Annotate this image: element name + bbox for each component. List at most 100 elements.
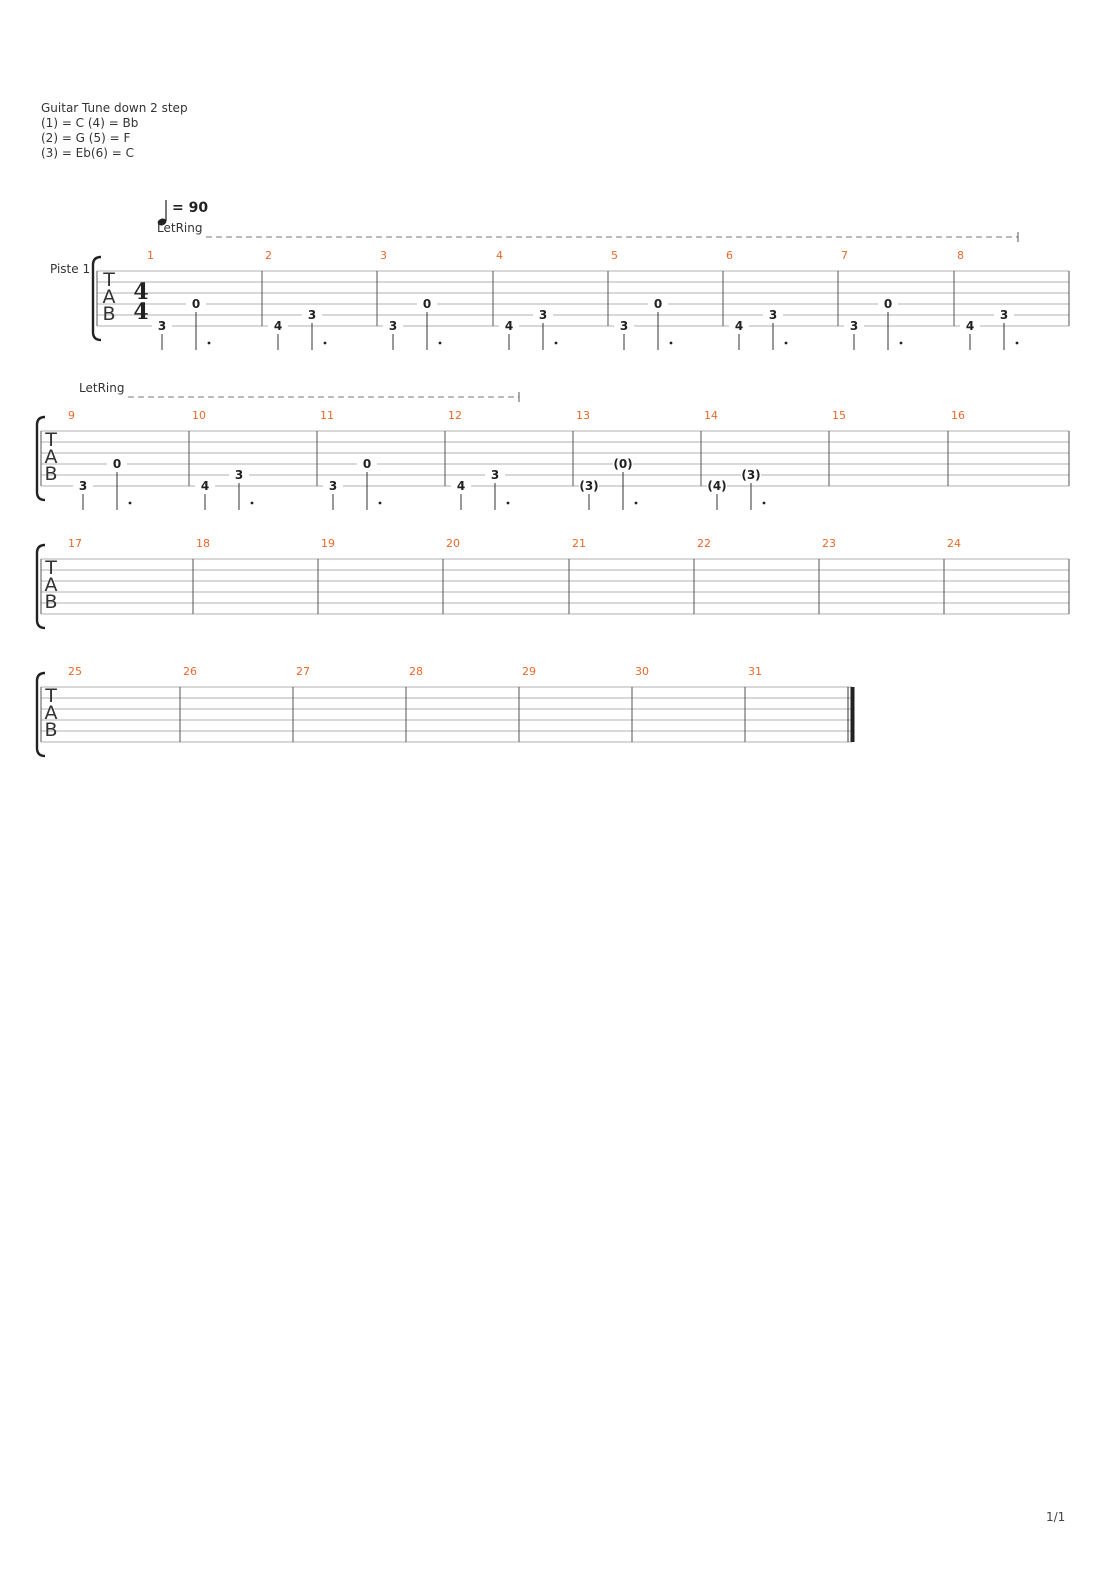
quarter-note-icon [157,200,167,226]
fret-background [741,469,761,481]
tab-clef-letter: A [45,446,58,468]
tab-clef-letter: T [44,685,57,707]
measure-number: 20 [446,537,460,550]
fret-number: (3) [741,468,760,482]
fret-background [614,320,634,332]
fret-background [302,309,322,321]
measure-number: 16 [951,409,965,422]
measure-number: 6 [726,249,733,262]
fret-number: 0 [654,297,662,311]
fret-number: 3 [158,319,166,333]
fret-background [383,320,403,332]
tuning-line: Guitar Tune down 2 step [41,101,188,115]
fret-background [268,320,288,332]
dot-rhythm [784,341,788,345]
fret-number: (4) [707,479,726,493]
fret-number: 3 [235,468,243,482]
fret-background [229,469,249,481]
fret-background [323,480,343,492]
measure-number: 22 [697,537,711,550]
measure-number: 12 [448,409,462,422]
measure-number: 14 [704,409,718,422]
dot-rhythm [554,341,558,345]
fret-background [533,309,553,321]
measure-number: 13 [576,409,590,422]
fret-background [499,320,519,332]
tempo-value: = 90 [172,200,209,216]
fret-number: 3 [389,319,397,333]
tuning-line: (3) = Eb(6) = C [41,146,134,160]
measure-number: 21 [572,537,586,550]
fret-background [73,480,93,492]
fret-number: 4 [457,479,465,493]
fret-number: 3 [329,479,337,493]
measure-number: 29 [522,665,536,678]
system-bracket [35,671,46,758]
dot-rhythm [899,341,903,345]
measure-number: 19 [321,537,335,550]
measure-number: 23 [822,537,836,550]
fret-number: 0 [113,457,121,471]
fret-number: 0 [192,297,200,311]
tab-clef-letter: B [44,463,57,485]
fret-background [485,469,505,481]
measure-number: 4 [496,249,503,262]
fret-number: 4 [966,319,974,333]
fret-number: 4 [274,319,282,333]
final-barline [850,687,855,742]
fret-number: 3 [620,319,628,333]
fret-background [152,320,172,332]
fret-number: 0 [884,297,892,311]
tab-clef-letter: B [44,719,57,741]
fret-number: 3 [539,308,547,322]
tab-clef-letter: A [45,702,58,724]
track-name: Piste 1 [50,262,91,276]
page-number: 1/1 [1046,1510,1066,1524]
measure-number: 27 [296,665,310,678]
measure-number: 7 [841,249,848,262]
system-bracket [35,543,46,630]
tuning-info: Guitar Tune down 2 step (1) = C (4) = Bb… [41,101,188,161]
tempo-marking: = 90 [156,198,216,230]
measure-number: 24 [947,537,961,550]
fret-background [763,309,783,321]
measure-number: 25 [68,665,82,678]
tab-clef-letter: T [44,429,57,451]
fret-background [648,298,668,310]
measure-number: 17 [68,537,82,550]
dot-rhythm [323,341,327,345]
fret-number: (0) [613,457,632,471]
fret-number: 4 [505,319,513,333]
fret-background [451,480,471,492]
measure-number: 28 [409,665,423,678]
measure-number: 31 [748,665,762,678]
fret-background [844,320,864,332]
measure-number: 11 [320,409,334,422]
measure-number: 2 [265,249,272,262]
tab-clef-letter: A [45,574,58,596]
dot-rhythm [438,341,442,345]
dot-rhythm [207,341,211,345]
tab-clef-letter: B [102,303,115,325]
measure-number: 18 [196,537,210,550]
fret-background [960,320,980,332]
fret-number: 0 [363,457,371,471]
measure-number: 9 [68,409,75,422]
fret-number: 3 [1000,308,1008,322]
tab-clef-letter: T [44,557,57,579]
dot-rhythm [762,501,766,505]
measure-number: 5 [611,249,618,262]
fret-number: 0 [423,297,431,311]
fret-number: 3 [769,308,777,322]
dot-rhythm [506,501,510,505]
fret-background [107,458,127,470]
fret-number: 3 [850,319,858,333]
dot-rhythm [250,501,254,505]
fret-number: 4 [735,319,743,333]
measure-number: 3 [380,249,387,262]
measure-number: 8 [957,249,964,262]
tab-clef-letter: B [44,591,57,613]
fret-background [357,458,377,470]
fret-background [195,480,215,492]
time-signature-numerator: 4 [133,279,148,305]
